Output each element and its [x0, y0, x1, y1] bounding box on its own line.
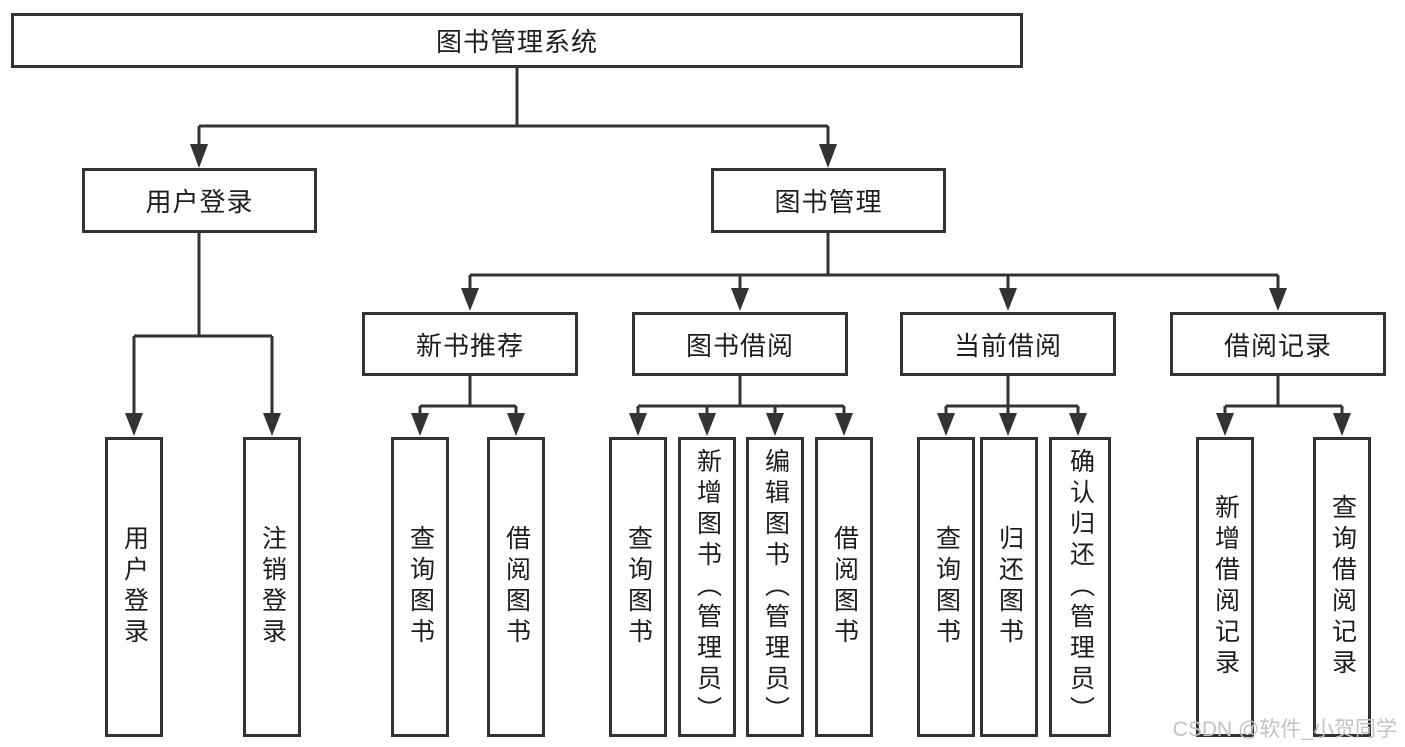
- node-label: 新增图书（管理员）: [693, 447, 722, 727]
- node-label: 注销登录: [258, 525, 287, 649]
- node-label: 用户登录: [145, 187, 254, 217]
- arrow-down-icon: [263, 413, 281, 436]
- connector-bookmgmt-to-level3: [461, 233, 1287, 311]
- node-new-book-recommend: 新书推荐: [362, 312, 578, 376]
- node-label: 新书推荐: [415, 330, 524, 361]
- arrow-down-icon: [937, 413, 955, 436]
- node-label: 借阅图书: [502, 525, 531, 649]
- arrow-down-icon: [999, 288, 1017, 311]
- node-label: 编辑图书（管理员）: [761, 447, 790, 727]
- node-label: 新增借阅记录: [1211, 494, 1240, 680]
- node-label: 图书管理系统: [435, 27, 598, 57]
- connector-root-to-level2: [190, 68, 837, 168]
- arrow-down-icon: [461, 288, 479, 311]
- arrow-down-icon: [1216, 413, 1234, 436]
- arrow-down-icon: [731, 288, 749, 311]
- connector-borrow-to-leaves: [629, 376, 853, 436]
- leaf-edit-book-admin: 编辑图书（管理员）: [746, 437, 804, 737]
- leaf-borrow-book: 借阅图书: [815, 437, 873, 737]
- node-label: 借阅记录: [1223, 330, 1332, 361]
- arrow-down-icon: [629, 413, 647, 436]
- node-book-borrow: 图书借阅: [632, 312, 848, 376]
- node-library-system: 图书管理系统: [11, 13, 1023, 68]
- node-user-login: 用户登录: [82, 168, 317, 233]
- node-label: 图书借阅: [685, 330, 794, 361]
- arrow-down-icon: [1333, 413, 1351, 436]
- node-label: 查询图书: [932, 525, 961, 649]
- arrow-down-icon: [507, 413, 525, 436]
- leaf-query-book-current: 查询图书: [917, 437, 975, 737]
- leaf-add-book-admin: 新增图书（管理员）: [678, 437, 736, 737]
- csdn-watermark: CSDN @软件_小贺同学: [1172, 718, 1397, 741]
- node-label: 查询图书: [624, 525, 653, 649]
- connector-newbook-to-leaves: [411, 376, 525, 436]
- node-label: 查询借阅记录: [1328, 494, 1357, 680]
- connector-records-to-leaves: [1216, 376, 1351, 436]
- leaf-query-book-recommend: 查询图书: [391, 437, 449, 737]
- arrow-down-icon: [125, 413, 143, 436]
- leaf-user-login: 用户登录: [105, 437, 163, 737]
- connector-userlogin-to-leaves: [125, 233, 281, 436]
- leaf-query-book-borrow: 查询图书: [609, 437, 667, 737]
- leaf-add-borrow-record: 新增借阅记录: [1196, 437, 1254, 737]
- arrow-down-icon: [835, 413, 853, 436]
- node-label: 查询图书: [406, 525, 435, 649]
- arrow-down-icon: [766, 413, 784, 436]
- node-book-management: 图书管理: [711, 168, 946, 233]
- node-label: 图书管理: [774, 187, 883, 217]
- leaf-borrow-book-recommend: 借阅图书: [487, 437, 545, 737]
- leaf-confirm-return-admin: 确认归还（管理员）: [1049, 437, 1111, 737]
- connector-current-to-leaves: [937, 376, 1087, 436]
- node-label: 用户登录: [120, 525, 149, 649]
- arrow-down-icon: [999, 413, 1017, 436]
- node-borrow-records: 借阅记录: [1170, 312, 1386, 376]
- arrow-down-icon: [411, 413, 429, 436]
- node-label: 归还图书: [995, 525, 1024, 649]
- leaf-return-book: 归还图书: [980, 437, 1038, 737]
- node-label: 借阅图书: [830, 525, 859, 649]
- arrow-down-icon: [819, 144, 837, 168]
- arrow-down-icon: [1069, 413, 1087, 436]
- arrow-down-icon: [698, 413, 716, 436]
- leaf-logout: 注销登录: [243, 437, 301, 737]
- node-label: 确认归还（管理员）: [1066, 447, 1095, 727]
- arrow-down-icon: [1269, 288, 1287, 311]
- arrow-down-icon: [190, 144, 208, 168]
- node-current-borrow: 当前借阅: [900, 312, 1116, 376]
- node-label: 当前借阅: [953, 330, 1062, 361]
- leaf-query-borrow-record: 查询借阅记录: [1313, 437, 1371, 737]
